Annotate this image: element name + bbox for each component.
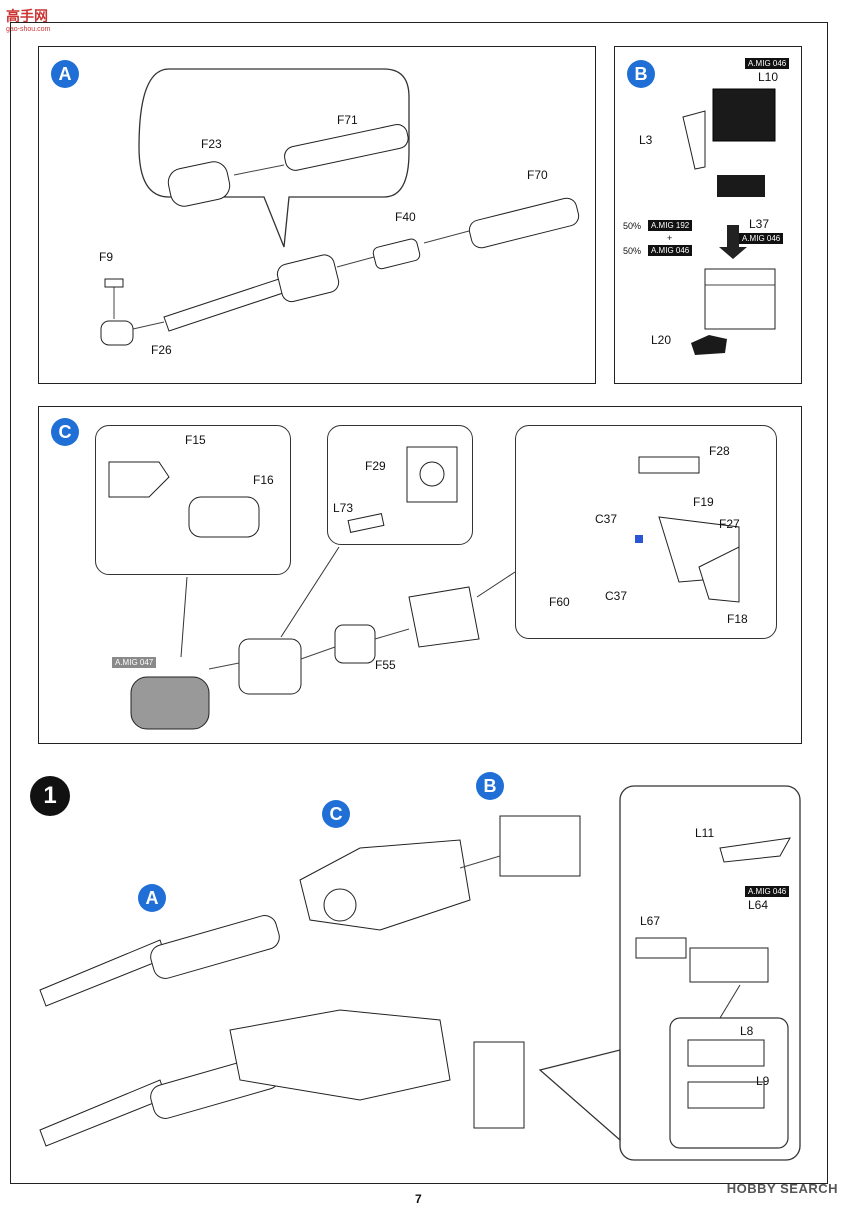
label-l73: L73 (333, 501, 354, 515)
label-f70: F70 (527, 168, 548, 182)
mix-paint-2: A.MIG 046 (648, 245, 693, 256)
label-l9: L9 (756, 1074, 770, 1088)
paint-code-l10: A.MIG 046 (745, 58, 790, 69)
label-l8: L8 (740, 1024, 754, 1038)
label-f40: F40 (395, 210, 416, 224)
paint-code-l37: A.MIG 046 (739, 233, 784, 244)
site-logo-url: gao-shou.com (6, 26, 51, 33)
page-frame (10, 22, 828, 1184)
panel-c-drawing (108, 446, 740, 730)
hobby-search-watermark: HOBBY SEARCH (726, 1181, 838, 1196)
label-f26: F26 (151, 343, 172, 357)
label-f19: F19 (693, 495, 714, 509)
label-f16: F16 (253, 473, 274, 487)
label-c37-b: C37 (605, 589, 628, 603)
label-f55: F55 (375, 658, 396, 672)
label-l67: L67 (640, 914, 661, 928)
step1-badge-b: B (476, 772, 504, 800)
label-c37-a: C37 (595, 512, 618, 526)
label-f28: F28 (709, 444, 730, 458)
label-f27: F27 (719, 517, 740, 531)
panel-a: A F23 F71 F70 F40 F9 F26 (38, 46, 596, 384)
mix-pct-1: 50% (623, 221, 642, 231)
mix-pct-2: 50% (623, 246, 642, 256)
label-l10: L10 (758, 70, 779, 84)
label-f60: F60 (549, 595, 570, 609)
mix-paint-1: A.MIG 192 (648, 220, 693, 231)
panel-a-badge: A (51, 60, 79, 88)
paint-code-mantlet: A.MIG 047 (112, 657, 157, 668)
label-f23: F23 (201, 137, 222, 151)
page-number: 7 (415, 1192, 422, 1206)
label-l11: L11 (695, 826, 715, 840)
label-l20: L20 (651, 333, 672, 347)
paint-code-l64: A.MIG 046 (745, 886, 790, 897)
panel-b-badge: B (627, 60, 655, 88)
label-f29: F29 (365, 459, 386, 473)
panel-c: C F15 F16 F29 L73 F28 F19 C37 F27 F60 C3… (38, 406, 802, 744)
step1-badge-a: A (138, 884, 166, 912)
label-f71: F71 (337, 113, 358, 127)
label-f18: F18 (727, 612, 748, 626)
label-f15: F15 (185, 433, 206, 447)
panel-b-drawing (682, 88, 776, 355)
mix-plus: + (667, 233, 673, 243)
step1-badge-c: C (322, 800, 350, 828)
label-l64: L64 (748, 898, 769, 912)
label-l3: L3 (639, 133, 653, 147)
site-logo[interactable]: 高手网 gao-shou.com (6, 6, 50, 33)
panel-c-badge: C (51, 418, 79, 446)
site-logo-name: 高手网 (6, 8, 48, 24)
panel-b: B A.MIG 046 L10 L3 L37 A.MIG 046 50% A.M… (614, 46, 802, 384)
label-f9: F9 (99, 250, 114, 264)
panel-a-drawing (100, 68, 580, 346)
label-l37: L37 (749, 217, 770, 231)
step-1-number: 1 (30, 776, 70, 816)
